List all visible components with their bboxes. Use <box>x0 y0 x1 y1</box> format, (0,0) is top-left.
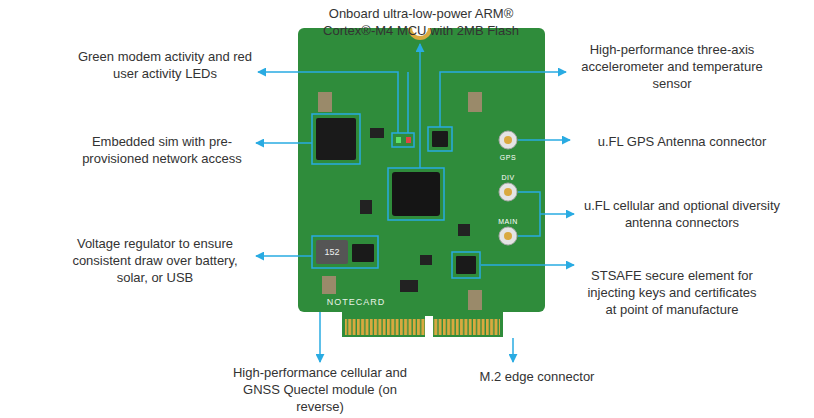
highlight-box <box>452 252 480 278</box>
key-notch <box>425 316 433 338</box>
highlight-box <box>312 114 360 164</box>
edge-connector <box>345 319 500 335</box>
accelerometer-chip <box>432 131 448 147</box>
red-led <box>406 137 411 143</box>
callout-label: Voltage regulator to ensure consistent d… <box>63 235 248 286</box>
board-silkscreen: DIV <box>501 174 514 181</box>
callout-label: Green modem activity and red user activi… <box>78 48 253 82</box>
leader-line <box>407 72 409 133</box>
callout-label: M.2 edge connector <box>457 368 617 385</box>
ufl-pin <box>504 136 512 144</box>
board-silkscreen: MAIN <box>498 218 518 225</box>
highlight-box <box>428 127 452 151</box>
leader-line <box>256 255 312 257</box>
leader-line <box>258 72 398 133</box>
pcb-board <box>298 28 545 312</box>
regulator-chip <box>352 244 374 262</box>
leader-line <box>256 142 312 144</box>
highlight-box <box>388 168 444 220</box>
leader-line <box>540 213 574 215</box>
callout-label: Embedded sim with pre-provisioned networ… <box>82 133 242 167</box>
ufl-connector <box>499 227 517 245</box>
callout-label: STSAFE secure element for injecting keys… <box>582 267 762 318</box>
board-silkscreen: 152 <box>324 248 339 257</box>
ufl-connector <box>499 131 517 149</box>
leader-line <box>518 139 570 141</box>
ufl-connector <box>499 183 517 201</box>
capacitor <box>322 276 336 294</box>
green-led <box>396 137 401 143</box>
callout-label: Onboard ultra-low-power ARM® Cortex®-M4 … <box>316 5 526 39</box>
leader-line <box>512 338 514 362</box>
capacitor <box>318 92 332 112</box>
callout-label: High-performance cellular and GNSS Quect… <box>233 364 408 415</box>
secure-element-chip <box>456 256 476 274</box>
leader-line <box>481 264 574 266</box>
callout-label: u.FL GPS Antenna connector <box>577 133 787 150</box>
mcu-chip <box>392 172 440 216</box>
callout-label: High-performance three-axis acceleromete… <box>572 41 772 92</box>
callout-label: u.FL cellular and optional diversity ant… <box>582 197 782 231</box>
bracket <box>518 192 540 236</box>
leader-line <box>440 72 566 127</box>
highlight-box <box>312 236 378 268</box>
leader-line <box>419 44 421 168</box>
small-chip <box>400 280 418 292</box>
highlight-box <box>392 133 414 147</box>
ufl-pin <box>504 188 512 196</box>
capacitor <box>468 92 482 112</box>
capacitor <box>468 290 482 310</box>
sim-chip <box>316 118 356 160</box>
board-silkscreen: NOTECARD <box>327 298 386 307</box>
small-chip <box>370 128 384 138</box>
small-chip <box>458 224 470 236</box>
regulator-inductor <box>316 240 348 264</box>
board-silkscreen: GPS <box>500 154 516 161</box>
ufl-pin <box>504 232 512 240</box>
small-chip <box>360 200 372 214</box>
small-chip <box>420 255 432 265</box>
leader-line <box>319 312 321 362</box>
